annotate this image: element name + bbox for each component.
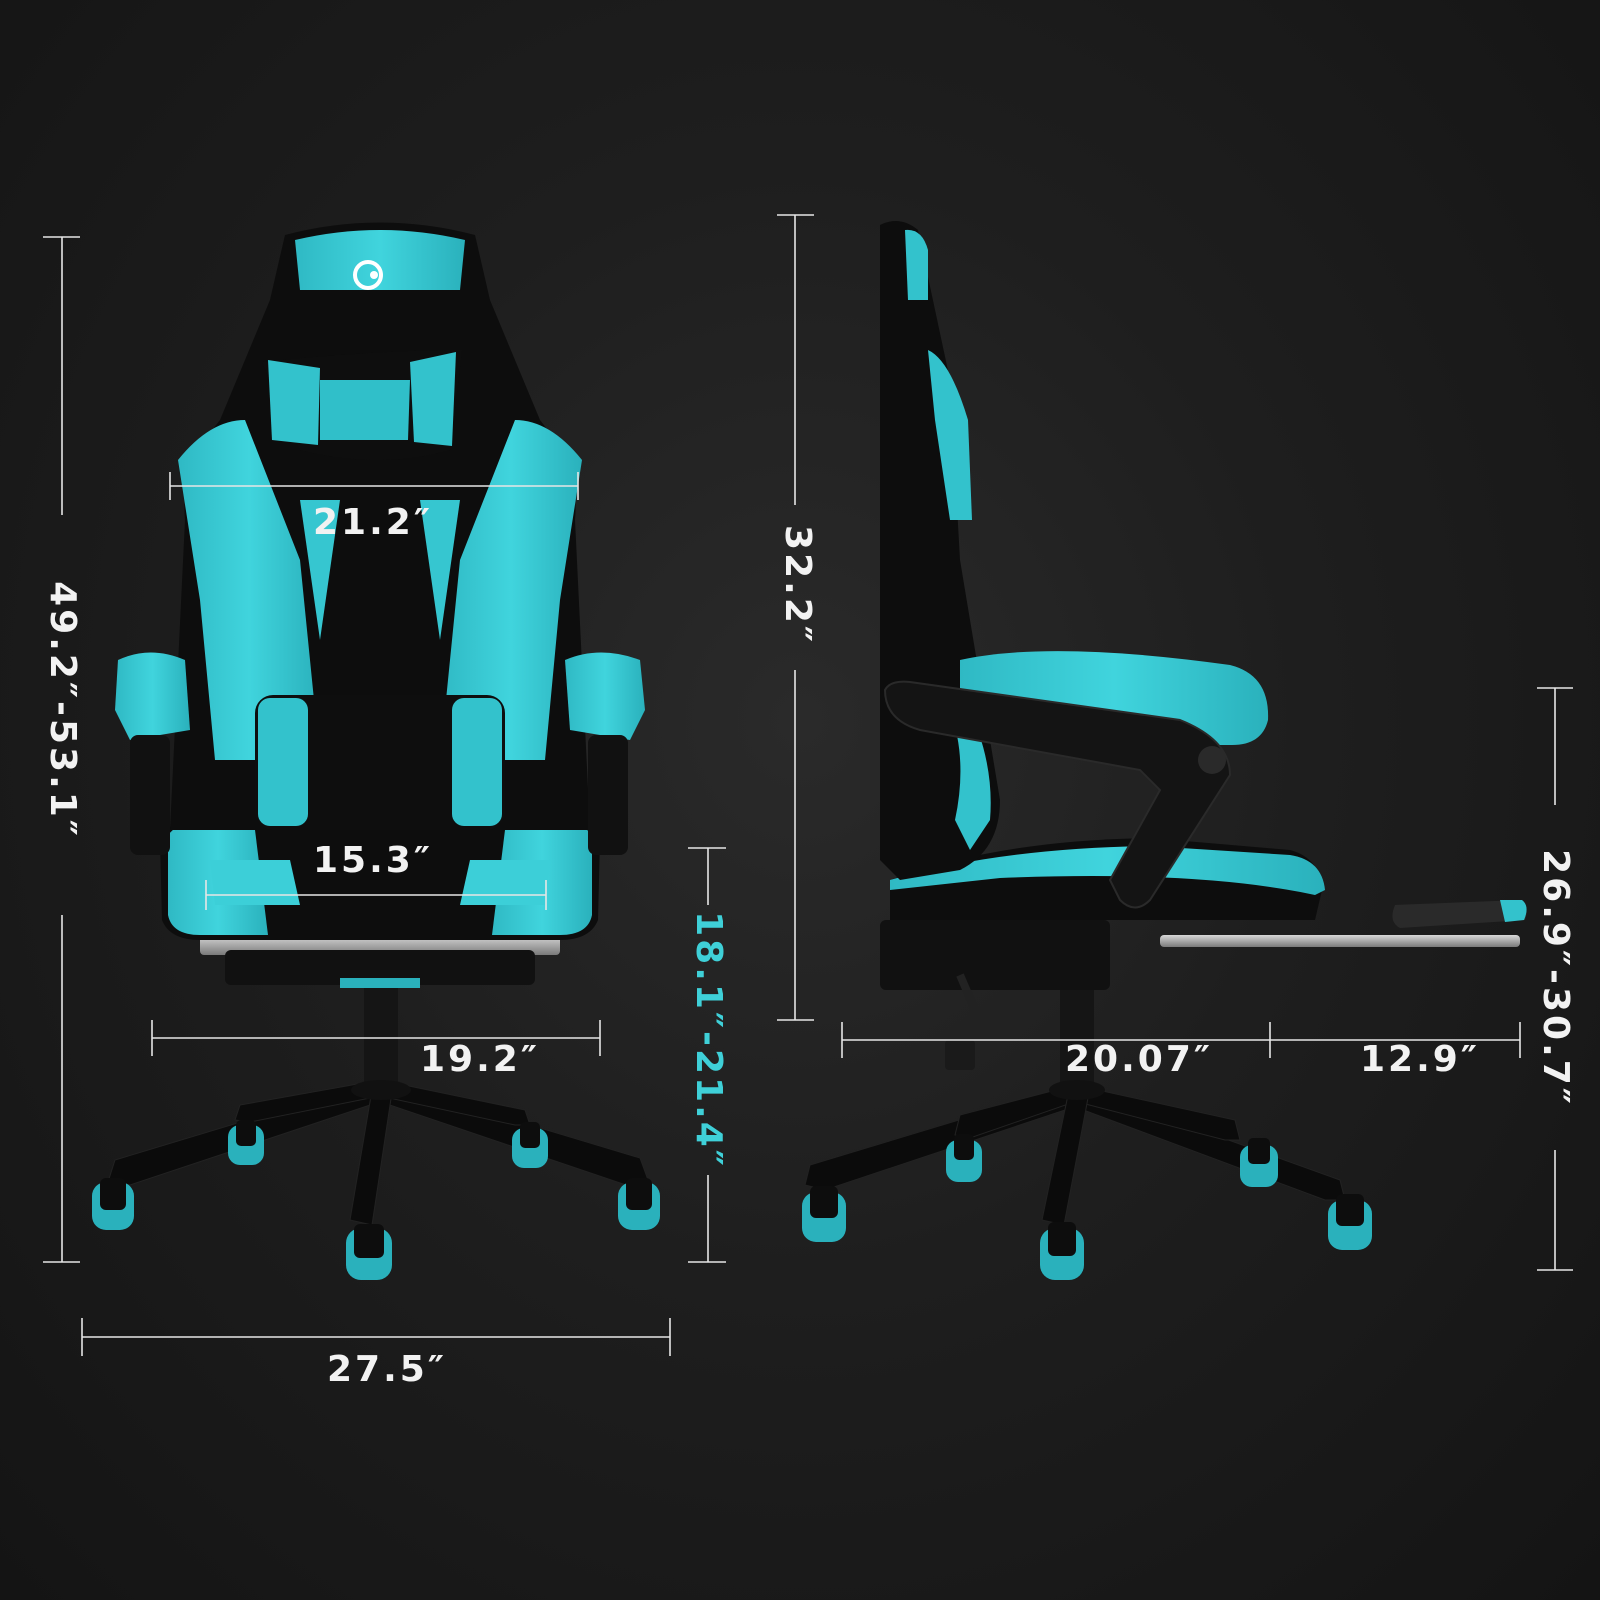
dimension-lines	[43, 214, 1573, 1356]
seat-width-label: 15.3″	[313, 840, 433, 881]
brand-logo-icon	[353, 260, 383, 290]
armrest-height-label: 26.9″-30.7″	[1535, 849, 1576, 1107]
backrest-height-label: 32.2″	[777, 525, 818, 645]
front-chair-base	[107, 1079, 649, 1226]
seat-height-label: 18.1″-21.4″	[688, 911, 729, 1169]
seat-length-label: 20.07″	[1065, 1039, 1213, 1080]
overall-height-label: 49.2″-53.1″	[42, 581, 83, 839]
side-chair-illustration	[802, 221, 1527, 1280]
side-chair-casters	[802, 1134, 1372, 1280]
backrest-width-label: 21.2″	[313, 502, 433, 543]
base-width-label: 27.5″	[327, 1349, 447, 1390]
footrest-length-label: 12.9″	[1360, 1039, 1480, 1080]
seat-depth-label: 19.2″	[420, 1039, 540, 1080]
front-chair-casters	[92, 1120, 660, 1280]
front-chair-illustration	[92, 222, 660, 1280]
